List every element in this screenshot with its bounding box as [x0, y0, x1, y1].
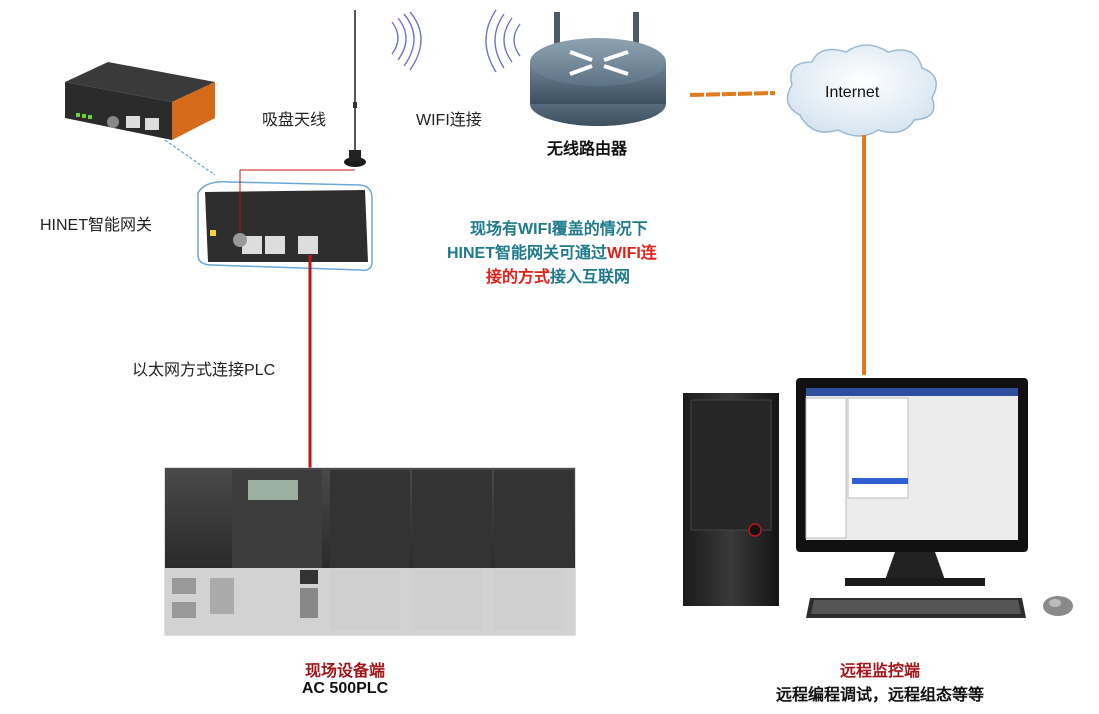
note-line-1-c: 覆盖的情况下 — [551, 221, 648, 238]
plc-icon — [164, 467, 576, 636]
wifi-link-label: WIFI连接 — [416, 112, 482, 129]
gateway-device-icon — [65, 62, 215, 140]
ethernet-label: 以太网方式连接PLC — [132, 362, 276, 379]
remote-subtitle: 远程编程调试，远程组态等等 — [775, 687, 984, 704]
internet-label: Internet — [825, 84, 880, 101]
keyboard-icon — [806, 598, 1026, 618]
note-line-2-b: WIFI连 — [607, 245, 657, 262]
remote-title: 远程监控端 — [839, 663, 920, 680]
gateway-main-icon — [197, 169, 373, 272]
monitor-icon — [796, 378, 1028, 586]
note-line-2-a: HINET智能网关可通过 — [447, 245, 608, 262]
note-line-3-b: 接入互联网 — [550, 269, 631, 286]
computer-tower-icon — [683, 393, 779, 606]
note-line-3: 接的方式接入互联网 — [486, 263, 630, 287]
note-line-2: HINET智能网关可通过WIFI连 — [447, 239, 657, 263]
mouse-icon — [1043, 596, 1073, 616]
gateway-label: HINET智能网关 — [40, 217, 153, 234]
antenna-label: 吸盘天线 — [262, 112, 327, 129]
router-label: 无线路由器 — [547, 141, 628, 158]
field-subtitle: AC 500PLC — [301, 680, 389, 697]
wifi-wave-icon-2 — [485, 9, 521, 73]
note-line-1-b: WIFI — [518, 221, 552, 238]
note-line-1-a: 现场有 — [470, 221, 519, 238]
note-line-3-a: 接的方式 — [486, 269, 551, 286]
field-title: 现场设备端 — [304, 663, 385, 680]
cloud-icon — [786, 44, 937, 137]
note-line-1: 现场有WIFI覆盖的情况下 — [470, 215, 648, 239]
router-icon — [530, 12, 666, 126]
wifi-wave-icon — [391, 11, 422, 71]
antenna-icon — [344, 10, 366, 167]
